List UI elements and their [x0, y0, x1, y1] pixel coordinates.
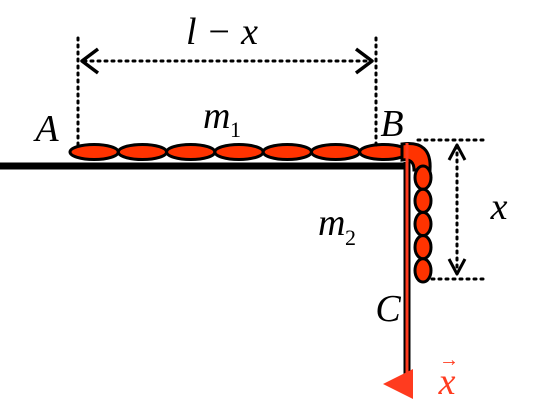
chain-link-horizontal: [261, 143, 313, 161]
point-b-label: B: [380, 103, 403, 145]
point-a-label: A: [32, 108, 59, 150]
side-dimension: x: [416, 138, 508, 281]
chain-link-horizontal: [165, 143, 217, 161]
chain-link-horizontal: [116, 143, 169, 161]
chain-link-horizontal: [68, 143, 120, 161]
mass-1-label: m 1: [203, 95, 241, 142]
chain-link-vertical: [413, 234, 433, 261]
chain-link-vertical: [413, 187, 433, 214]
mass-2-subscript: 2: [345, 225, 356, 250]
mass-2-label: m 2: [318, 202, 356, 250]
dim-left-arrowhead: [80, 47, 100, 75]
mass-1-subscript: 1: [230, 117, 241, 142]
dim-right-arrowhead: [354, 47, 374, 75]
chain-link-horizontal: [213, 143, 265, 161]
chain-link-vertical: [413, 210, 433, 238]
x-axis-label-letter: x: [438, 361, 456, 403]
dim-label-l-minus-x: l − x: [186, 11, 258, 53]
x-axis-label: x →: [438, 349, 459, 403]
mass-2-symbol: m: [318, 202, 345, 244]
x-axis-label-vector-arrow: →: [439, 349, 459, 371]
chain-link-vertical: [413, 257, 433, 284]
point-c-label: C: [375, 288, 401, 330]
side-dim-label-x: x: [490, 186, 508, 228]
chain-link-vertical: [413, 164, 433, 191]
chain-horizontal-part: [68, 142, 432, 172]
side-dim-top-arrowhead: [447, 143, 467, 161]
mass-1-symbol: m: [203, 95, 230, 137]
top-dimension: l − x: [76, 11, 378, 147]
side-dim-bottom-arrowhead: [447, 258, 467, 276]
table: [0, 162, 411, 375]
chain-hanging-part: [413, 164, 433, 284]
chain-link-horizontal: [309, 143, 362, 161]
